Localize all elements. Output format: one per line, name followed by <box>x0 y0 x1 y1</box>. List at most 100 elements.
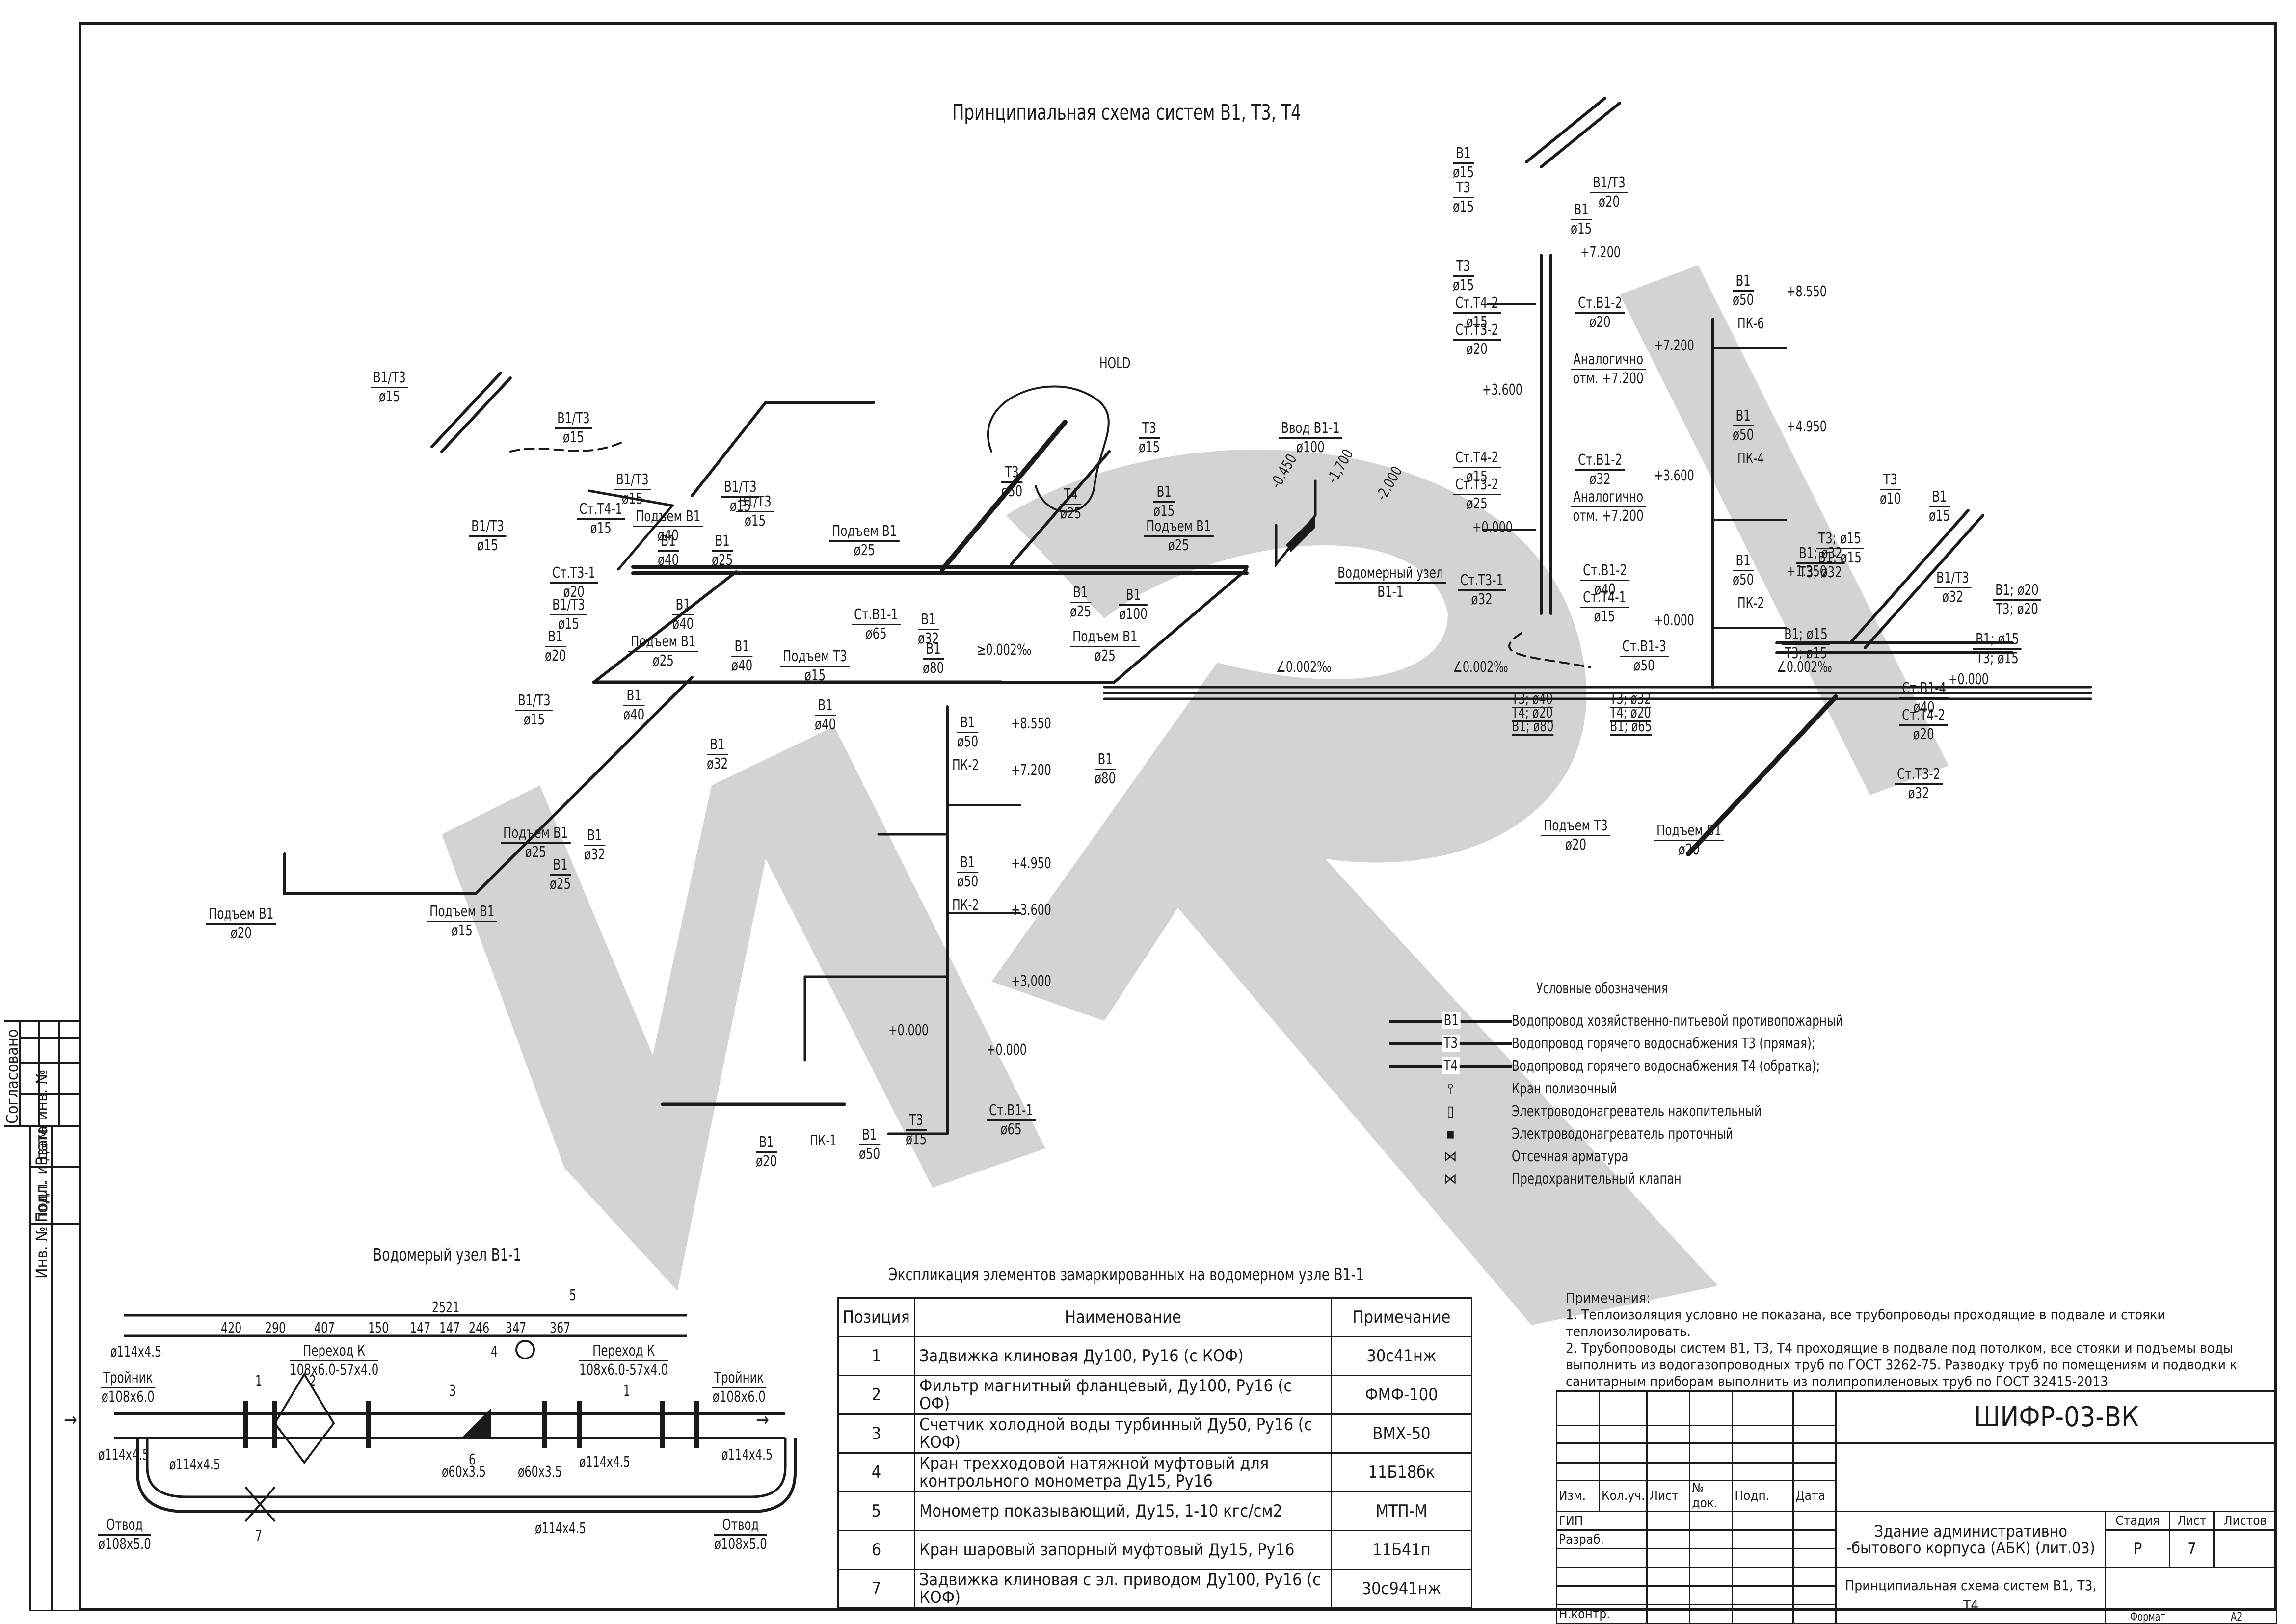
leader-label-top: В1 <box>1119 586 1148 606</box>
cell-name: Кран шаровый запорный муфтовый Ду15, Ру1… <box>913 1530 1332 1570</box>
leader-label-bottom: ø32 <box>1471 591 1493 608</box>
pipe-cluster-b <box>691 401 875 497</box>
object-name: Здание административно -бытового корпуса… <box>1835 1511 2107 1568</box>
leader-label-bottom: ø15 <box>562 429 585 446</box>
leader-label-top: В1 <box>859 1126 881 1145</box>
position-callout: 1 <box>623 1383 631 1400</box>
bypass-valve <box>244 1486 276 1522</box>
leader-label-top: Подъем Т3 <box>1541 817 1610 836</box>
legend-text: Водопровод горячего водоснабжения Т3 (пр… <box>1512 1035 1815 1052</box>
leader-label-bottom: ø15 <box>621 490 643 507</box>
legend-text: Предохранительный клапан <box>1512 1170 1682 1188</box>
leader-label-top: Тройник <box>712 1369 767 1388</box>
leader-label-bottom: ø15 <box>558 615 580 633</box>
pipe-size-callout: ø114x4.5 <box>169 1456 221 1473</box>
leader-label-top: Подъем В1 <box>427 903 497 922</box>
leader-label-top: Подъем В1 <box>633 508 703 527</box>
cell-note: 30с41нж <box>1330 1336 1473 1376</box>
leader-label-top: В1 <box>707 736 728 755</box>
rev-header: Лист <box>1646 1480 1691 1512</box>
leader-label-top: Т3 <box>906 1112 927 1131</box>
line-t3-icon: Т3 <box>1389 1034 1512 1053</box>
pipe-diagonal <box>592 570 738 684</box>
leader-label-bottom: ø15 <box>1594 608 1615 625</box>
leader-label-bottom: ø25 <box>550 876 571 893</box>
leader-label-top: Т3 <box>1453 258 1474 277</box>
leader-label-top: В1 <box>1733 272 1754 292</box>
rev-header: Подп. <box>1732 1480 1794 1512</box>
leader-label-top: Ст.Т4-2 <box>1899 707 1948 726</box>
elevation-label: +3.600 <box>1011 902 1051 919</box>
legend-title: Условные обозначения <box>1536 980 1668 997</box>
leader-label-bottom: ø40 <box>672 615 694 633</box>
riser-bottom-right <box>1686 694 1838 856</box>
hold-label: HOLD <box>1099 355 1131 372</box>
cell-name: Задвижка клиновая с эл. приводом Ду100, … <box>913 1569 1332 1609</box>
legend-item: ⫯Кран поливочный <box>1389 1079 1636 1098</box>
leader-label-top: В1 <box>957 854 979 873</box>
leader-label-bottom: ø32 <box>1908 785 1929 802</box>
leader-label-bottom: ø15 <box>1453 164 1474 181</box>
leader-label-bottom: ø20 <box>1589 314 1611 331</box>
pipe-size-callout: ø114x4.5 <box>110 1343 162 1360</box>
leader-label-bottom: ø15 <box>1929 507 1950 525</box>
leader-label-bottom: ø108x5.0 <box>98 1536 151 1553</box>
shutoff-valve-icon: ⋈ <box>1443 1147 1457 1165</box>
elevation-label: +7.200 <box>1580 244 1621 261</box>
leader-label-bottom: ø15 <box>1466 468 1488 485</box>
leader-label-top: Ст.В1-1 <box>987 1102 1036 1121</box>
sheet-border <box>79 22 2277 1611</box>
leader-label-bottom: ø40 <box>623 706 645 723</box>
pipe-stack-label: Т4; ø20 <box>1512 704 1553 722</box>
hold-cloud <box>987 385 1110 513</box>
agreed-label: Согласовано <box>3 1029 22 1124</box>
pipe-riser-right <box>1010 450 1111 566</box>
leader-label-bottom: ø25 <box>854 542 875 559</box>
leader-label-top: Подъем Т3 <box>780 648 850 667</box>
leader-label-bottom: ø65 <box>1000 1121 1022 1138</box>
leader-label-bottom: ø108x6.0 <box>712 1388 766 1406</box>
manometer-icon <box>515 1340 535 1359</box>
leader-label-top: В1 <box>1070 584 1092 603</box>
leader-label-top: Аналогично <box>1571 351 1646 370</box>
leader-label-bottom: ø15 <box>1453 277 1474 294</box>
leader-label-bottom: ø40 <box>657 527 679 544</box>
slope-label: ≥0.002‰ <box>977 641 1032 659</box>
leader-label-top: В1 <box>918 611 939 630</box>
pipe-size-callout: ø114x4.5 <box>535 1520 587 1537</box>
rev-header: Изм. <box>1556 1480 1600 1512</box>
legend-item: ▪Электроводонагреватель проточный <box>1389 1124 1772 1144</box>
leader-label-top: В1/Т3 <box>555 410 592 429</box>
col-header-name: Наименование <box>913 1297 1332 1337</box>
elevation-label: +8.550 <box>1787 283 1827 300</box>
legend-text: Водопровод горячего водоснабжения Т4 (об… <box>1512 1057 1820 1075</box>
legend-code: Т4 <box>1442 1057 1460 1074</box>
cell-name: Задвижка клиновая Ду100, Ру16 (с КОФ) <box>913 1336 1332 1376</box>
pk-label: ПК-1 <box>810 1132 837 1149</box>
leader-label-bottom: ø20 <box>1678 841 1700 858</box>
sheet-header: Лист <box>2169 1511 2215 1531</box>
leader-label-top: Подъем В1 <box>628 633 698 652</box>
leader-label-top: В1; ø15 <box>1973 631 2022 650</box>
